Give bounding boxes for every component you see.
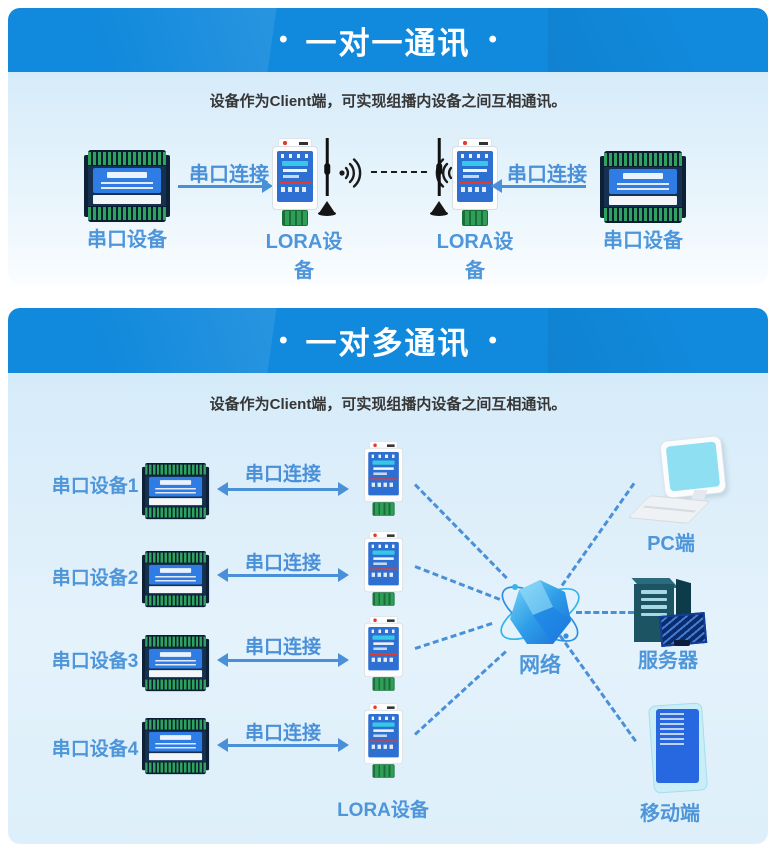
serial-link-label: 串口连接 xyxy=(244,723,321,744)
lora-device-icon xyxy=(364,531,404,606)
lora-device-icon xyxy=(364,703,404,778)
pc-endpoint-label: PC端 xyxy=(647,533,695,555)
serial-device-1-label: 串口设备1 xyxy=(51,476,139,497)
lora-device-right-label: LORA设备 xyxy=(436,231,514,282)
bullet-icon: • xyxy=(488,26,497,53)
bullet-icon: • xyxy=(279,26,288,53)
network-dashed-link xyxy=(576,611,634,614)
arrow-double-icon xyxy=(217,568,349,582)
serial-device-left-label: 串口设备 xyxy=(87,229,167,251)
serial-device-icon xyxy=(84,150,170,222)
arrow-double-icon xyxy=(217,738,349,752)
mobile-icon xyxy=(647,702,709,794)
section-two-subtitle: 设备作为Client端，可实现组播内设备之间互相通讯。 xyxy=(209,396,567,413)
serial-device-4-label: 串口设备4 xyxy=(51,739,139,760)
section-one-header: • 一对一通讯 • xyxy=(8,8,768,72)
lora-device-icon xyxy=(364,441,404,516)
pc-icon xyxy=(627,434,738,526)
serial-link-label: 串口连接 xyxy=(244,637,321,658)
section-two-title: 一对多通讯 xyxy=(305,326,471,361)
serial-link-right-label: 串口连接 xyxy=(507,164,587,186)
lora-device-icon xyxy=(272,138,318,226)
wireless-dashed-link xyxy=(371,171,427,173)
serial-device-3-label: 串口设备3 xyxy=(51,651,139,672)
server-endpoint-label: 服务器 xyxy=(638,650,698,672)
arrow-left-icon xyxy=(491,179,586,193)
network-label: 网络 xyxy=(519,654,561,677)
antenna-icon xyxy=(430,138,448,216)
mobile-endpoint-label: 移动端 xyxy=(640,803,700,825)
bullet-icon: • xyxy=(279,326,288,354)
serial-link-label: 串口连接 xyxy=(244,464,321,485)
arrow-double-icon xyxy=(217,653,349,667)
radio-waves-right-icon xyxy=(339,158,362,188)
server-icon xyxy=(630,578,716,647)
serial-device-icon xyxy=(142,551,210,608)
serial-device-2-label: 串口设备2 xyxy=(51,568,139,589)
lora-device-left-label: LORA设备 xyxy=(265,231,343,282)
lora-device-icon xyxy=(452,138,498,226)
serial-device-icon xyxy=(142,463,210,520)
serial-link-left-label: 串口连接 xyxy=(189,164,269,186)
network-globe-icon xyxy=(500,580,580,644)
serial-link-label: 串口连接 xyxy=(244,553,321,574)
serial-device-icon xyxy=(142,718,210,775)
arrow-right-icon xyxy=(178,179,273,193)
bullet-icon: • xyxy=(488,326,497,354)
lora-column-label: LORA设备 xyxy=(337,800,429,821)
section-two-header: • 一对多通讯 • xyxy=(8,308,768,373)
antenna-icon xyxy=(318,138,336,216)
arrow-double-icon xyxy=(217,482,349,496)
lora-device-icon xyxy=(364,616,404,691)
section-one-subtitle: 设备作为Client端，可实现组播内设备之间互相通讯。 xyxy=(209,93,567,110)
serial-device-icon xyxy=(142,635,210,692)
serial-device-icon xyxy=(600,151,686,223)
serial-device-right-label: 串口设备 xyxy=(603,230,683,252)
section-one-title: 一对一通讯 xyxy=(305,25,471,61)
